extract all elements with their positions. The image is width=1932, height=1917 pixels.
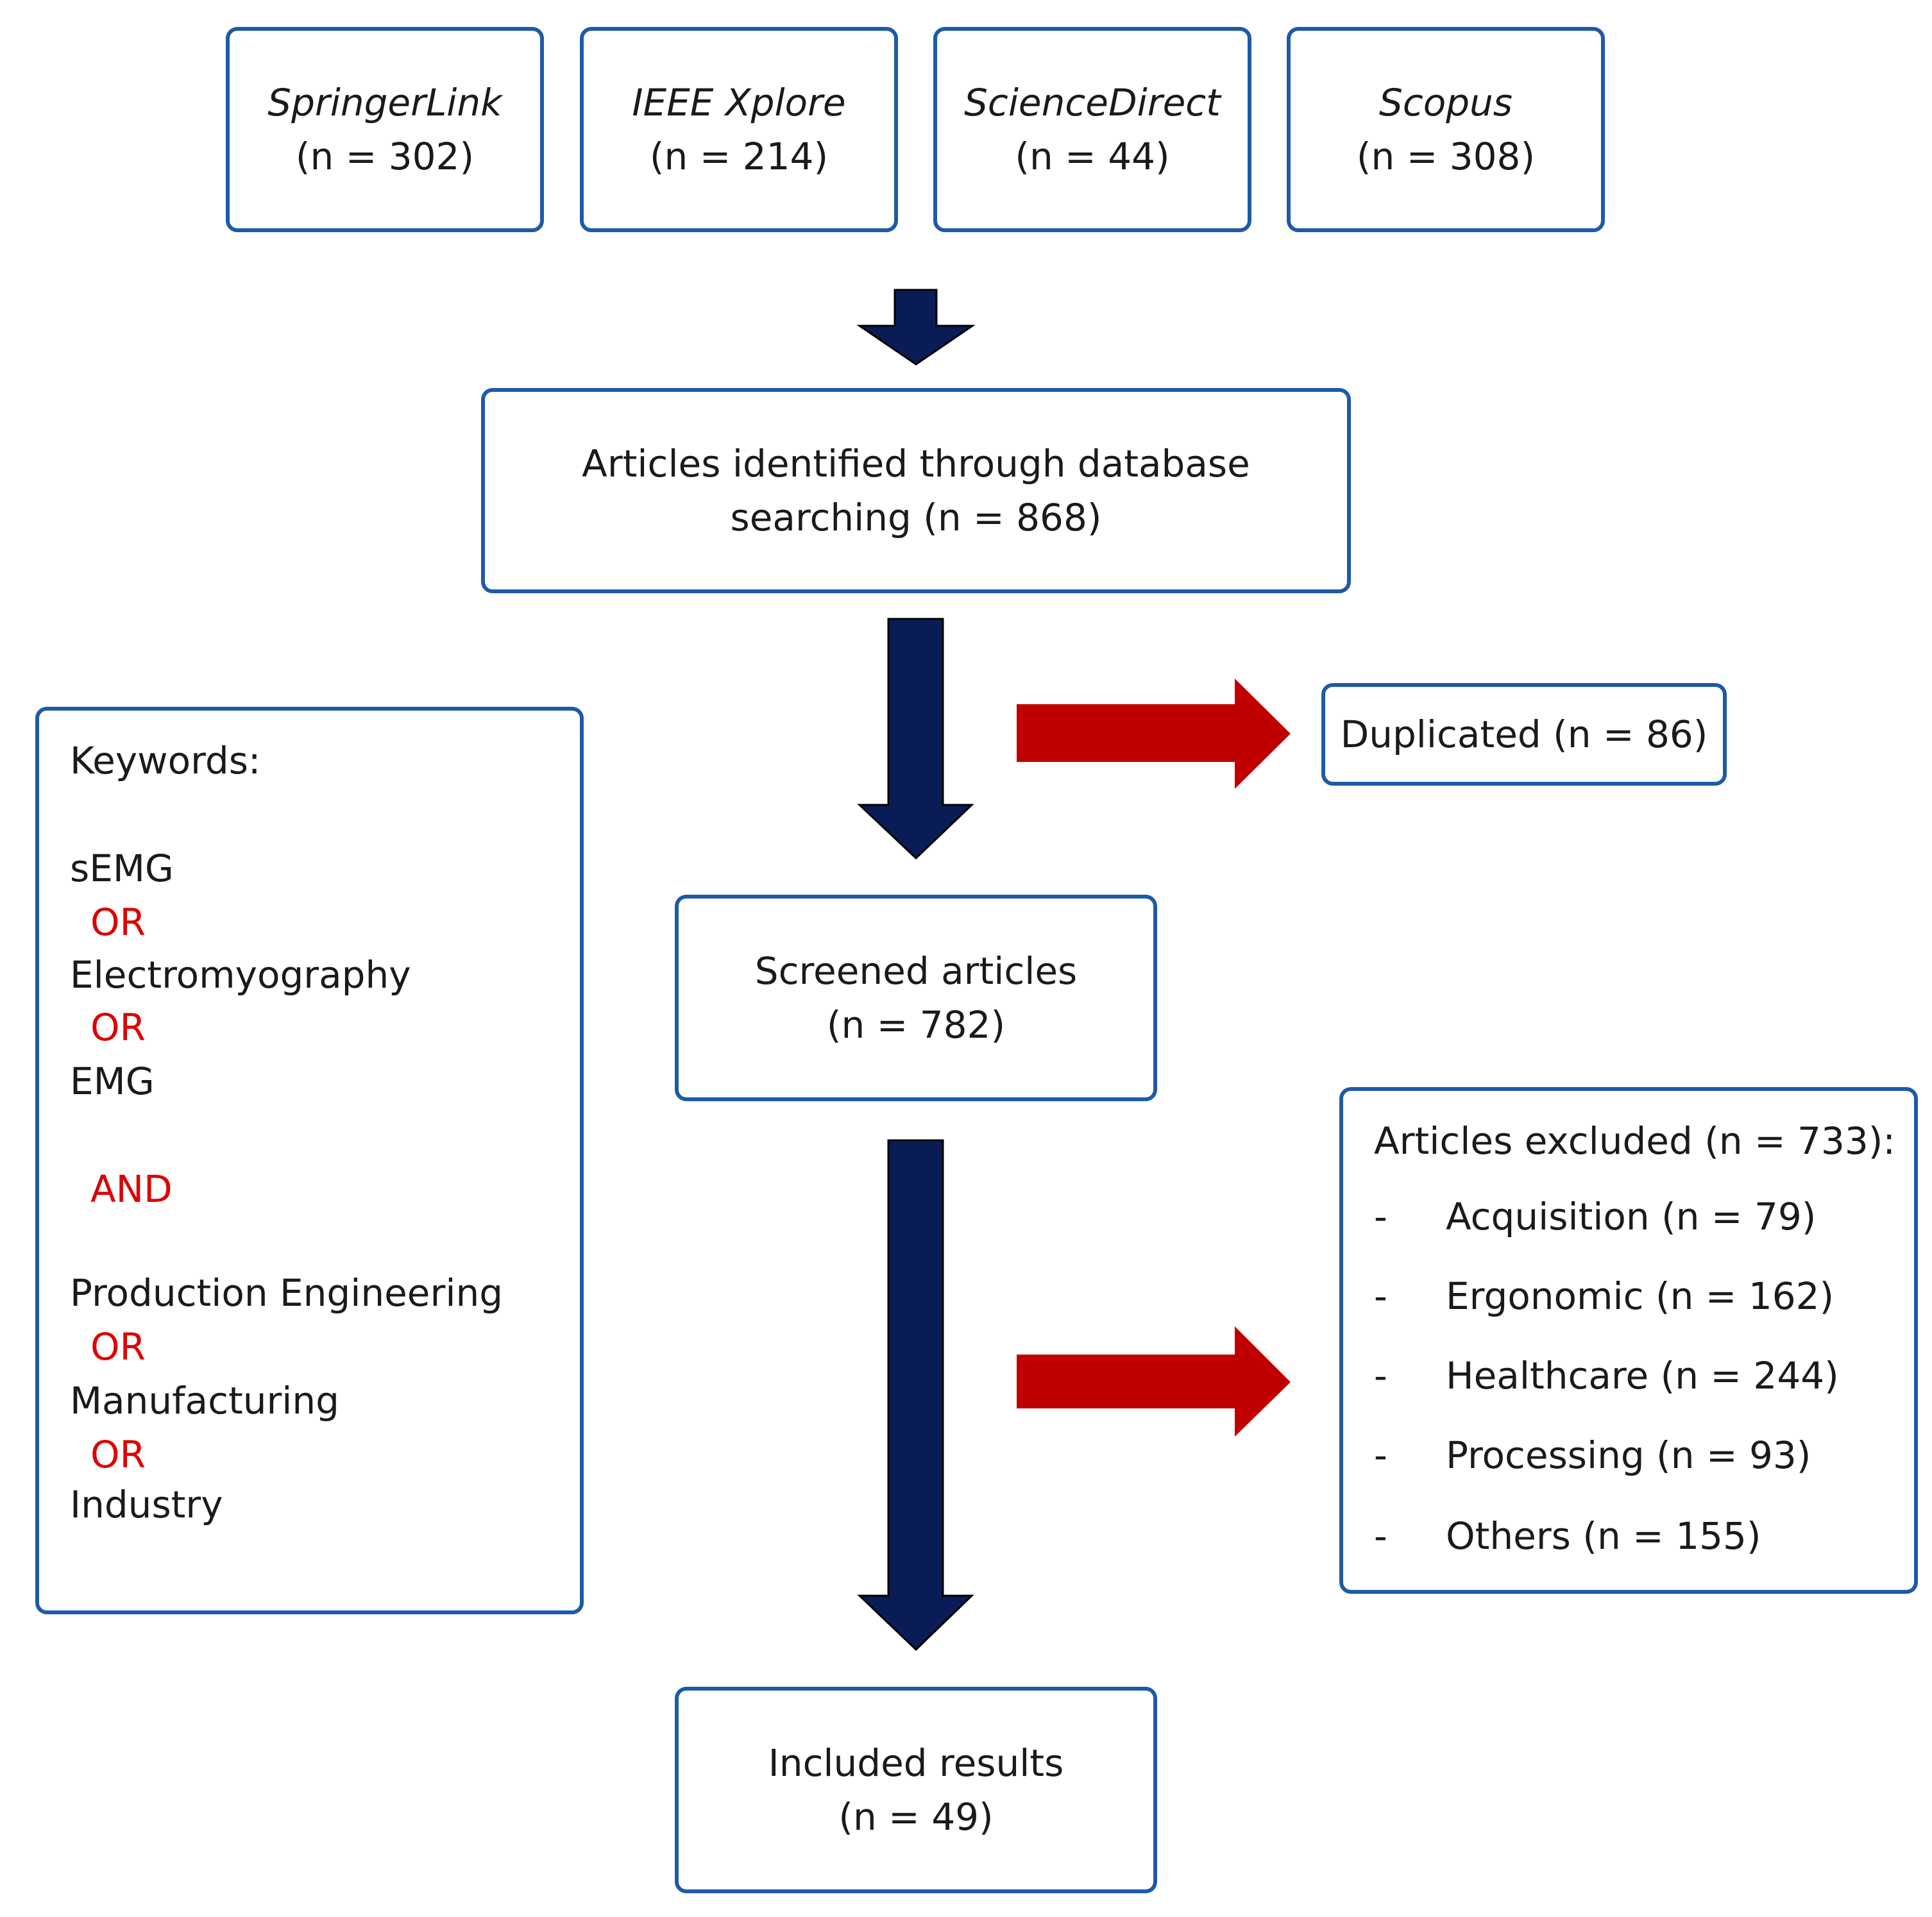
down-arrow-1 (856, 289, 976, 366)
right-arrow-duplicated (1017, 679, 1291, 789)
source-count: (n = 302) (295, 135, 475, 178)
included-box: Included results (n = 49) (675, 1687, 1157, 1893)
keyword-term: sEMG (70, 847, 174, 890)
keyword-operator: OR (90, 900, 146, 944)
keyword-term: Manufacturing (70, 1379, 339, 1423)
source-count: (n = 214) (649, 135, 829, 178)
down-arrow-2 (857, 618, 974, 860)
keyword-operator: OR (90, 1433, 146, 1476)
source-box-ieee-xplore: IEEE Xplore (n = 214) (580, 27, 898, 232)
source-name: Scopus (1379, 81, 1513, 124)
duplicated-label: Duplicated (n = 86) (1340, 713, 1708, 756)
excluded-box: Articles excluded (n = 733): - Acquisiti… (1339, 1087, 1918, 1594)
screened-line-2: (n = 782) (826, 1003, 1006, 1047)
keyword-operator: OR (90, 1325, 146, 1369)
source-count: (n = 308) (1356, 135, 1536, 178)
list-dash: - (1374, 1195, 1387, 1238)
included-line-1: Included results (768, 1741, 1064, 1785)
list-dash: - (1374, 1433, 1387, 1477)
keywords-title: Keywords: (70, 739, 261, 782)
source-count: (n = 44) (1015, 135, 1170, 178)
down-arrow-3 (857, 1139, 974, 1651)
keyword-term: EMG (70, 1060, 155, 1103)
excluded-item: Ergonomic (n = 162) (1446, 1274, 1835, 1318)
included-line-2: (n = 49) (838, 1795, 994, 1839)
source-box-sciencedirect: ScienceDirect (n = 44) (933, 27, 1251, 232)
list-dash: - (1374, 1274, 1387, 1318)
keyword-operator: AND (90, 1167, 173, 1211)
screened-line-1: Screened articles (754, 949, 1078, 993)
excluded-item: Healthcare (n = 244) (1446, 1354, 1839, 1398)
excluded-title: Articles excluded (n = 733): (1374, 1119, 1895, 1163)
source-name: IEEE Xplore (632, 81, 846, 124)
duplicated-box: Duplicated (n = 86) (1321, 683, 1727, 786)
excluded-item: Others (n = 155) (1446, 1514, 1761, 1558)
keyword-term: Production Engineering (70, 1271, 504, 1315)
keywords-box: Keywords: sEMG OR Electromyography OR EM… (35, 707, 584, 1614)
right-arrow-excluded (1017, 1326, 1291, 1437)
source-box-scopus: Scopus (n = 308) (1287, 27, 1605, 232)
keyword-term: Electromyography (70, 953, 411, 997)
identified-line-2: searching (n = 868) (730, 496, 1102, 539)
identified-box: Articles identified through database sea… (481, 388, 1351, 593)
list-dash: - (1374, 1514, 1387, 1558)
keyword-term: Industry (70, 1483, 223, 1526)
identified-line-1: Articles identified through database (582, 442, 1250, 486)
source-name: SpringerLink (267, 81, 502, 124)
keyword-operator: OR (90, 1006, 146, 1049)
excluded-item: Processing (n = 93) (1446, 1433, 1811, 1477)
list-dash: - (1374, 1354, 1387, 1398)
source-box-springerlink: SpringerLink (n = 302) (226, 27, 544, 232)
source-name: ScienceDirect (964, 81, 1221, 124)
screened-box: Screened articles (n = 782) (675, 895, 1157, 1101)
excluded-item: Acquisition (n = 79) (1446, 1195, 1817, 1238)
